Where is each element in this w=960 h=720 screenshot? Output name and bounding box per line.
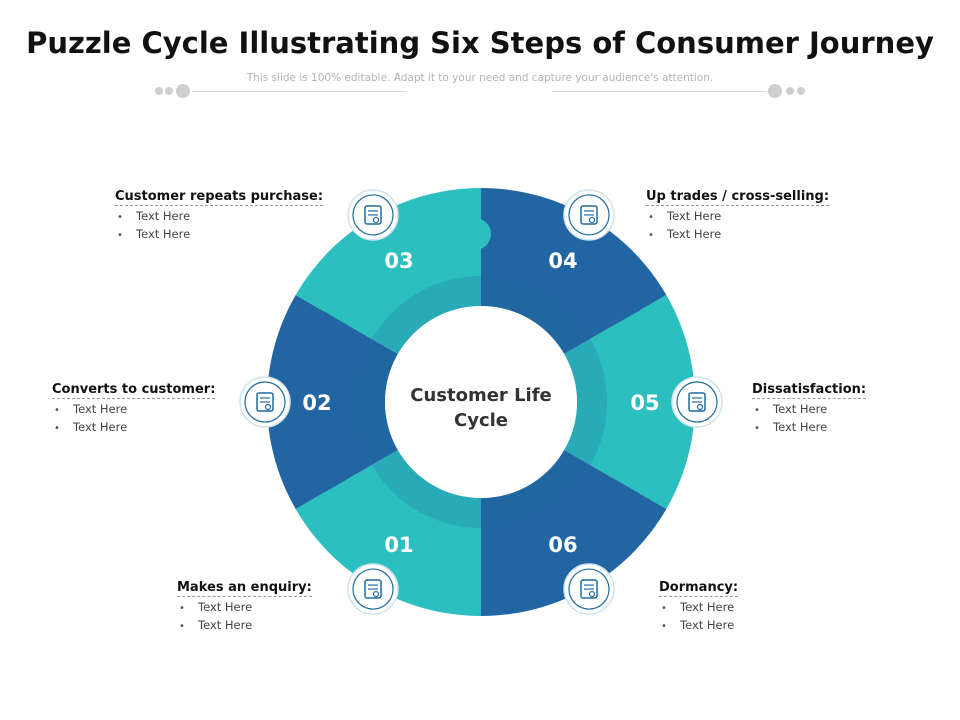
segment-02 bbox=[267, 295, 398, 509]
dormancy-dollar-icon bbox=[563, 563, 615, 615]
divider-dot bbox=[768, 84, 782, 98]
segments-layer bbox=[267, 188, 695, 616]
dissatisfaction-icon bbox=[671, 376, 723, 428]
divider-dot bbox=[786, 87, 794, 95]
enquiry-person-icon bbox=[347, 563, 399, 615]
divider-dot bbox=[797, 87, 805, 95]
step-number-01: 01 bbox=[384, 533, 413, 557]
bullet-item: Text Here bbox=[754, 401, 827, 419]
customer-network-icon bbox=[239, 376, 291, 428]
cross-selling-icon bbox=[563, 189, 615, 241]
bullet-item: Text Here bbox=[54, 419, 127, 437]
step-02-bullets: Text Here Text Here bbox=[54, 401, 127, 437]
step-06-bullets: Text Here Text Here bbox=[661, 599, 734, 635]
step-number-06: 06 bbox=[548, 533, 577, 557]
repeat-purchase-icon bbox=[347, 189, 399, 241]
bullet-item: Text Here bbox=[54, 401, 127, 419]
divider-right bbox=[552, 91, 766, 92]
step-01-bullets: Text Here Text Here bbox=[179, 599, 252, 635]
step-06-heading: Dormancy: bbox=[659, 580, 739, 597]
step-05-bullets: Text Here Text Here bbox=[754, 401, 827, 437]
numbers-layer: 04 05 06 01 02 03 bbox=[302, 249, 659, 557]
bullet-item: Text Here bbox=[661, 599, 734, 617]
divider-left bbox=[192, 91, 406, 92]
segment-05 bbox=[564, 295, 695, 509]
center-label-line2: Cycle bbox=[454, 410, 508, 431]
step-03-heading: Customer repeats purchase: bbox=[115, 189, 324, 206]
bullet-item: Text Here bbox=[661, 617, 734, 635]
step-04-bullets: Text Here Text Here bbox=[648, 208, 721, 244]
step-number-04: 04 bbox=[548, 249, 577, 273]
icons-layer bbox=[239, 189, 723, 615]
bullet-item: Text Here bbox=[648, 226, 721, 244]
divider-dot bbox=[165, 87, 173, 95]
divider-dot bbox=[155, 87, 163, 95]
step-01-heading: Makes an enquiry: bbox=[177, 580, 312, 597]
step-02-heading: Converts to customer: bbox=[52, 382, 216, 399]
step-number-05: 05 bbox=[630, 391, 659, 415]
step-number-02: 02 bbox=[302, 391, 331, 415]
slide-subtitle: This slide is 100% editable. Adapt it to… bbox=[246, 72, 714, 84]
slide-title: Puzzle Cycle Illustrating Six Steps of C… bbox=[26, 26, 934, 60]
step-04-heading: Up trades / cross-selling: bbox=[646, 189, 830, 206]
step-number-03: 03 bbox=[384, 249, 413, 273]
step-03-bullets: Text Here Text Here bbox=[117, 208, 190, 244]
divider-dot bbox=[176, 84, 190, 98]
bullet-item: Text Here bbox=[117, 226, 190, 244]
center-circle bbox=[385, 306, 577, 498]
bullet-item: Text Here bbox=[648, 208, 721, 226]
segment-06 bbox=[481, 450, 667, 616]
center-label-line1: Customer Life bbox=[410, 385, 552, 406]
segment-03 bbox=[295, 188, 481, 354]
puzzle-knob bbox=[459, 218, 491, 250]
bullet-item: Text Here bbox=[179, 599, 252, 617]
step-05-heading: Dissatisfaction: bbox=[752, 382, 867, 399]
bullet-item: Text Here bbox=[754, 419, 827, 437]
bullet-item: Text Here bbox=[179, 617, 252, 635]
bullet-item: Text Here bbox=[117, 208, 190, 226]
